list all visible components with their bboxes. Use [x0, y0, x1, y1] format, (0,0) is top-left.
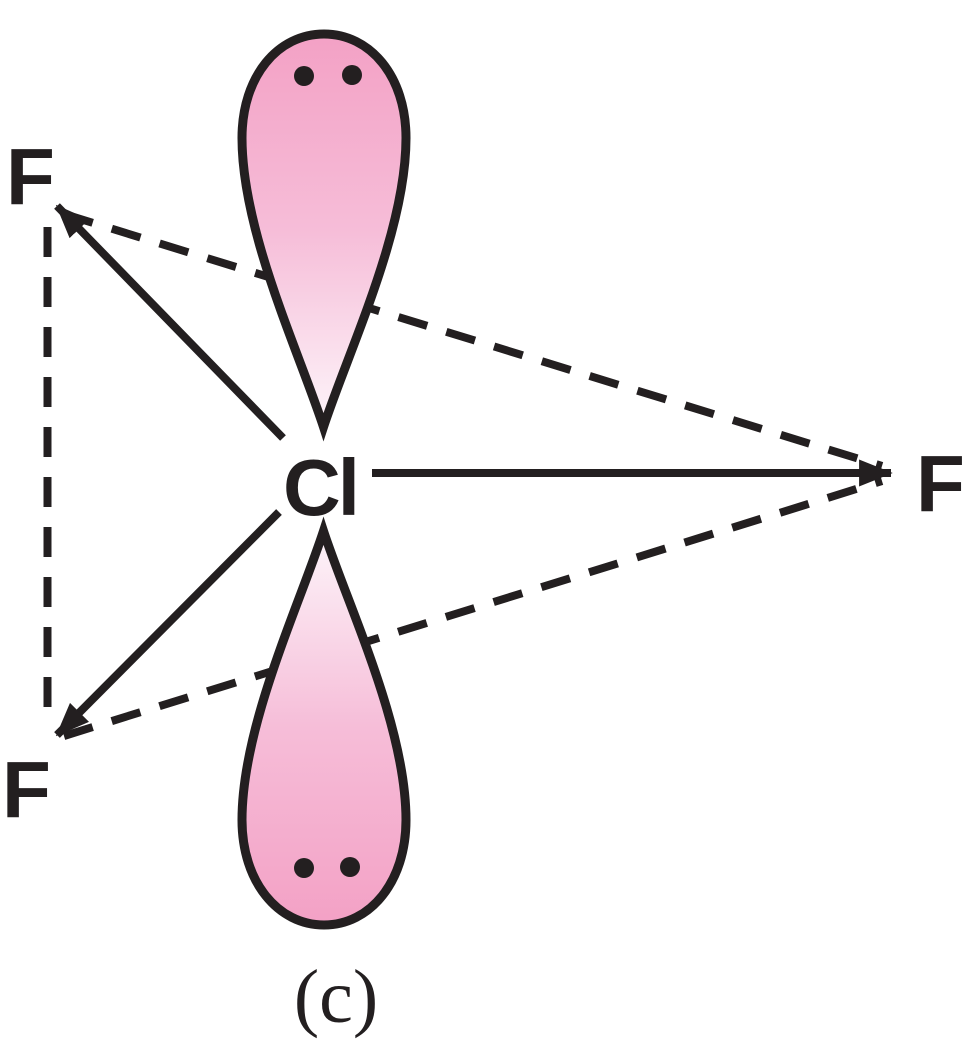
electron-dot	[294, 66, 314, 86]
electron-dot	[342, 65, 362, 85]
bond-arrow-cl-ftopleft	[54, 203, 286, 441]
fluorine-label-right: F	[916, 439, 965, 528]
electron-dot	[340, 857, 360, 877]
fluorine-label-bottom-left: F	[2, 745, 51, 834]
dashed-edge-ftopleft-fright	[62, 210, 884, 470]
central-atom-label: Cl	[283, 443, 357, 532]
figure-caption: (c)	[294, 955, 378, 1039]
dashed-edge-fbottomleft-fright	[62, 477, 884, 740]
bond-arrow-cl-fbottomleft	[54, 509, 282, 738]
fluorine-label-top-left: F	[6, 132, 55, 221]
electron-dot	[294, 858, 314, 878]
lone-pair-lobe-top	[237, 29, 411, 442]
lone-pair-lobe-bottom	[237, 516, 411, 930]
